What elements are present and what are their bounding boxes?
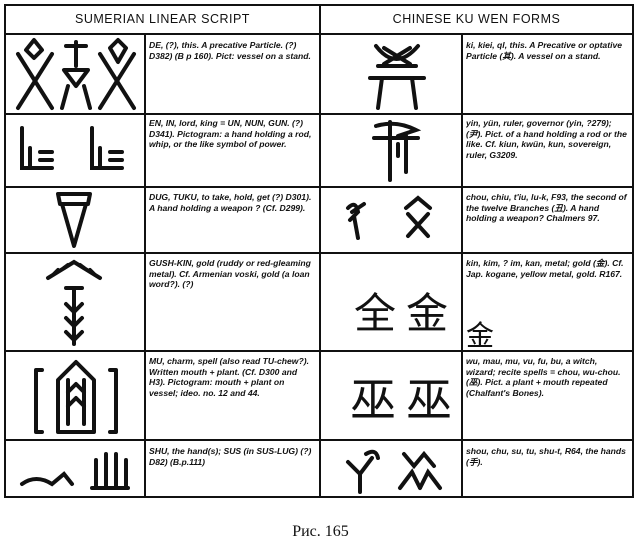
row4-chinese-text: kin, kim, ? im, kan, metal; gold (金). Cf…: [466, 258, 624, 279]
sumerian-sign-shu: [20, 452, 130, 490]
row3-sumerian-text: DUG, TUKU, to take, hold, get (?) D301).…: [149, 192, 312, 213]
row2-sumerian-text: EN, IN, lord, king = UN, NUN, GUN. (?) D…: [149, 118, 312, 150]
chinese-form-ki: [368, 44, 426, 110]
chinese-form-chou: [346, 195, 432, 240]
chinese-form-yin: [372, 120, 422, 182]
chinese-form-kin-1: 全: [354, 289, 397, 338]
row4-sumerian-text: GUSH-KIN, gold (ruddy or red-gleaming me…: [149, 258, 311, 290]
row-separator: [6, 252, 632, 254]
sumerian-sign-gushkin: [46, 259, 102, 346]
sumerian-sign-dug: [56, 192, 92, 248]
chinese-form-shou: [346, 449, 442, 494]
header-sumerian: SUMERIAN LINEAR SCRIPT: [75, 12, 250, 26]
row6-chinese-text: shou, chu, su, tu, shu-t, R64, the hands…: [466, 446, 626, 467]
sumerian-sign-mu: [34, 360, 118, 434]
row3-chinese-text: chou, chiu, t'iu, lu-k, F93, the second …: [466, 192, 627, 224]
row1-sumerian-text: DE, (?), this. A precative Particle. (?)…: [149, 40, 311, 61]
row-separator: [6, 439, 632, 441]
chinese-form-wu-1: 巫: [350, 373, 396, 427]
sumerian-sign-en: [20, 126, 124, 170]
row6-sumerian-text: SHU, the hand(s); SUS (in SUS-LUG) (?) D…: [149, 446, 312, 467]
row2-chinese-text: yin, yün, ruler, governor (yin, ?279); (…: [466, 118, 627, 160]
right-subdivider: [461, 34, 463, 496]
row-separator: [6, 113, 632, 115]
row1-chinese-text: ki, kiei, ql, this. A Precative or optat…: [466, 40, 623, 61]
chinese-form-kin-2: 金: [406, 289, 449, 338]
row5-sumerian-text: MU, charm, spell (also read TU-chew?). W…: [149, 356, 309, 398]
figure-caption: Рис. 165: [292, 523, 349, 540]
row-separator: [6, 350, 632, 352]
sumerian-sign-de: [16, 38, 136, 110]
header-separator: [6, 33, 632, 35]
column-divider: [319, 6, 321, 496]
row5-chinese-text: wu, mau, mu, vu, fu, bu, a witch, wizard…: [466, 356, 621, 398]
row-separator: [6, 186, 632, 188]
chinese-form-kin-3: 金: [466, 319, 495, 352]
header-chinese: CHINESE KU WEN FORMS: [392, 12, 561, 26]
chinese-form-wu-2: 巫: [406, 373, 452, 427]
left-subdivider: [144, 34, 146, 496]
comparison-table: SUMERIAN LINEAR SCRIPT CHINESE KU WEN FO…: [4, 4, 634, 498]
